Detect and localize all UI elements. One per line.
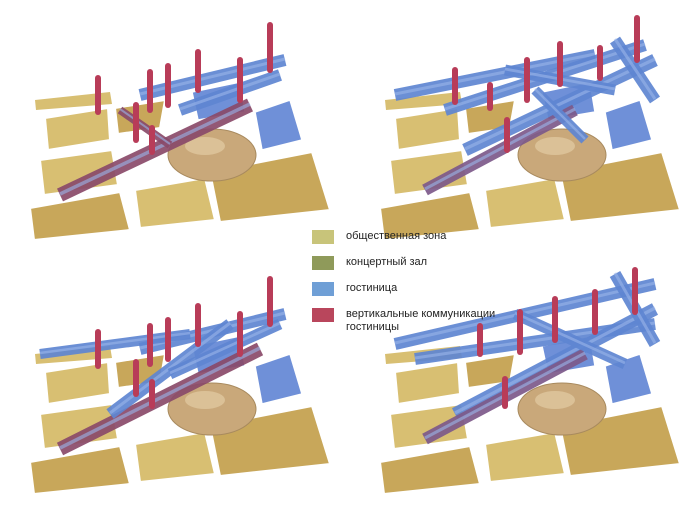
hotel-beam-edge <box>534 88 586 140</box>
concert-hall-highlight <box>185 137 225 155</box>
public-zone-block <box>28 444 132 496</box>
hotel-podium-beam-edge <box>59 346 261 450</box>
hotel-beam-edge <box>514 311 626 365</box>
concert-hall-highlight <box>535 137 575 155</box>
public-zone-block <box>393 106 462 152</box>
hotel-block <box>604 353 653 405</box>
legend-label: концертный зал <box>346 256 428 268</box>
public-zone-strip <box>385 92 462 110</box>
massing-variant-3 <box>0 254 350 508</box>
public-zone-block <box>483 176 567 230</box>
public-zone-block <box>43 106 112 152</box>
hotel-beam-edge <box>119 108 171 145</box>
concert-hall-dome <box>517 382 607 436</box>
legend-swatch <box>312 282 334 296</box>
legend-item-public-zone: общественная зона <box>312 230 522 256</box>
concert-hall-highlight <box>185 391 225 409</box>
hotel-block <box>254 353 303 405</box>
legend-swatch <box>312 308 334 322</box>
public-zone-block <box>28 190 132 242</box>
public-zone-block <box>38 402 120 451</box>
legend-label: вертикальные коммуникации гостиницы <box>346 308 496 333</box>
massing-diagram <box>28 276 332 496</box>
hotel-beam-edge <box>169 321 281 375</box>
massing-variant-4 <box>355 254 700 508</box>
legend-item-hotel: гостиница <box>312 282 522 308</box>
hotel-beam-edge <box>464 57 656 151</box>
massing-variant-1 <box>0 0 350 254</box>
hotel-beam-edge <box>179 72 281 111</box>
massing-diagram <box>378 267 682 496</box>
massing-variant-2 <box>355 0 700 254</box>
public-zone-block <box>43 360 112 406</box>
public-zone-block <box>378 444 482 496</box>
hotel-beam-edge <box>139 57 286 96</box>
public-zone-block <box>393 360 462 406</box>
hotel-block <box>254 99 303 151</box>
massing-diagram <box>378 15 682 242</box>
hotel-beam-edge <box>454 306 656 415</box>
public-zone-block <box>483 430 567 484</box>
hotel-beam-edge <box>613 38 657 100</box>
legend-item-concert-hall: концертный зал <box>312 256 522 282</box>
hotel-beam-edge <box>424 107 576 191</box>
legend-label: общественная зона <box>346 230 447 242</box>
hotel-block <box>604 99 653 151</box>
legend-label: гостиница <box>346 282 398 294</box>
public-zone-block <box>388 402 470 451</box>
massing-diagram <box>28 22 332 242</box>
public-zone-block <box>113 98 167 136</box>
public-zone-block <box>378 190 482 242</box>
concert-hall-highlight <box>535 391 575 409</box>
legend-swatch <box>312 230 334 244</box>
public-zone-block <box>133 430 217 484</box>
public-zone-strip <box>35 92 112 110</box>
public-zone-block <box>133 176 217 230</box>
legend-swatch <box>312 256 334 270</box>
legend-item-vertical-cores: вертикальные коммуникации гостиницы <box>312 308 522 334</box>
